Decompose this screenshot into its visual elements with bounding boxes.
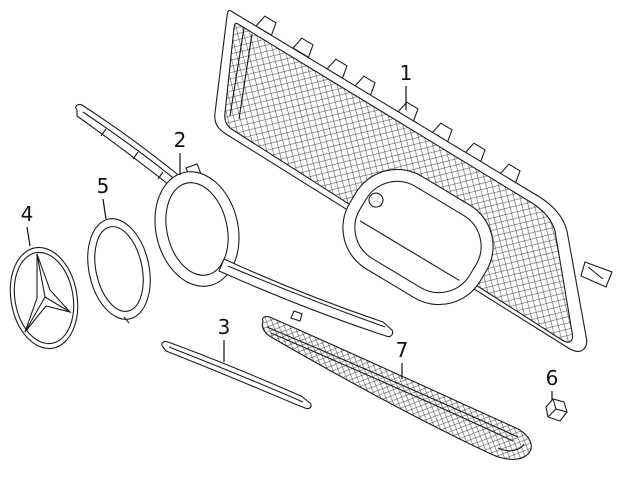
part-grille-surround <box>75 103 394 338</box>
callout-7-label: 7 <box>396 338 409 362</box>
callout-4-leader <box>26 226 31 247</box>
center-plate-hole <box>368 192 384 208</box>
lower-grille-tab <box>290 310 303 322</box>
molding-strip-outline <box>161 340 312 410</box>
callout-5-label: 5 <box>97 174 110 198</box>
callout-3-label: 3 <box>218 315 231 339</box>
lower-grille-end-line <box>497 443 525 452</box>
trim-ring-ellipses <box>87 218 151 320</box>
emblem-rim-inner <box>13 251 75 345</box>
center-plate-bar <box>359 220 460 282</box>
surround-clip-marks <box>100 128 164 180</box>
part-star-emblem <box>9 246 79 350</box>
callout-2: 2 <box>174 128 187 175</box>
callouts: 1 2 3 4 5 6 7 <box>21 61 559 400</box>
part-molding-strip <box>161 340 312 410</box>
center-plate-outer <box>342 168 494 306</box>
surround-ring-outer <box>154 171 240 287</box>
callout-5: 5 <box>97 174 110 220</box>
trim-ring-outer <box>87 218 151 320</box>
callout-1: 1 <box>400 61 413 110</box>
callout-6: 6 <box>546 366 559 400</box>
lower-grille-flange <box>266 326 519 442</box>
grille-left-struts <box>229 27 253 120</box>
grille-side-bracket-line <box>587 266 604 280</box>
clip-body <box>545 398 568 422</box>
part-trim-ring <box>87 218 151 324</box>
part-lower-grille <box>261 310 532 460</box>
grille-center-plate <box>342 168 494 306</box>
callout-5-leader <box>102 198 107 220</box>
trim-ring-inner <box>94 226 144 312</box>
callout-4: 4 <box>21 202 34 247</box>
callout-2-label: 2 <box>174 128 187 152</box>
surround-ring <box>154 171 240 287</box>
surround-lower-strip-inner <box>227 265 386 328</box>
callout-3: 3 <box>218 315 231 362</box>
part-clip <box>545 398 568 422</box>
trim-ring-notch <box>123 316 130 324</box>
callout-4-label: 4 <box>21 202 34 226</box>
clip-facets <box>547 398 568 418</box>
molding-strip-inner <box>168 346 304 403</box>
callout-1-label: 1 <box>400 61 413 85</box>
part-grille-assembly <box>214 9 613 352</box>
star-ridges <box>24 253 71 333</box>
callout-6-label: 6 <box>546 366 559 390</box>
surround-ring-inner <box>165 182 229 276</box>
callout-7: 7 <box>396 338 409 379</box>
center-plate-inner <box>354 180 482 294</box>
